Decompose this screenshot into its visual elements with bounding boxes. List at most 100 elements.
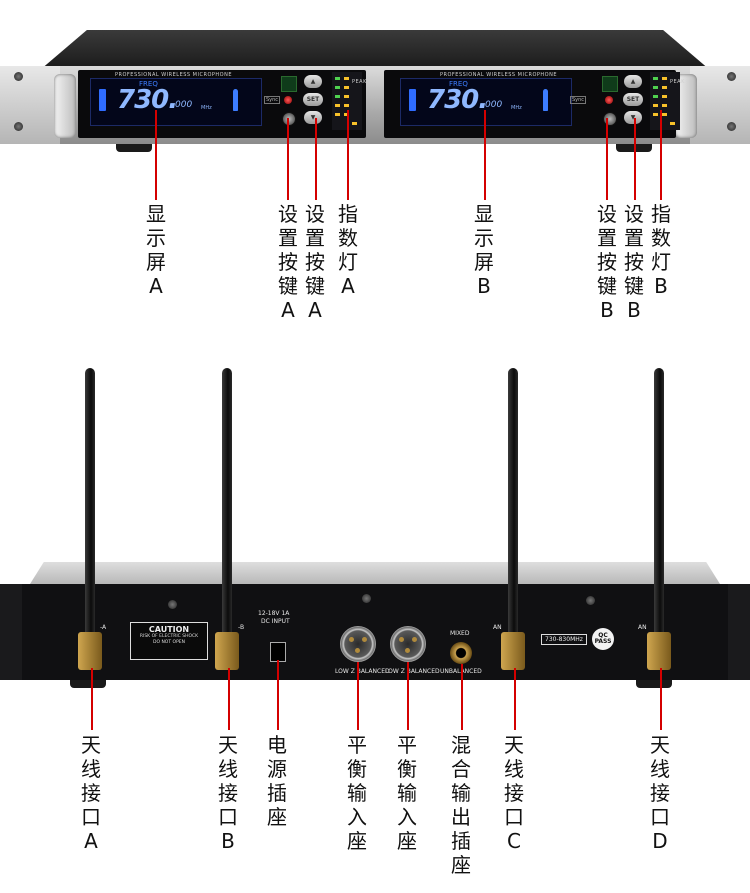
ant-a-stub-label: -A — [100, 624, 107, 631]
ir-sync-sensor-b — [605, 96, 613, 104]
freq-label: FREQ — [139, 80, 158, 88]
peak-label-b: PEAK — [670, 79, 685, 85]
label-display-b: 显示屏B — [474, 202, 494, 298]
battery-icon — [99, 89, 106, 111]
front-unit-top-cover — [40, 30, 710, 70]
rack-screw-icon — [14, 72, 23, 81]
rack-screw-icon — [727, 72, 736, 81]
ir-sync-sensor-a — [284, 96, 292, 104]
qc-text: QC — [598, 632, 608, 639]
back-right-ear — [728, 584, 750, 680]
set-button-a[interactable]: SET — [303, 93, 323, 106]
down-button-a[interactable]: ▼ — [304, 111, 322, 124]
callout-line-power — [277, 660, 279, 730]
rack-screw-icon — [14, 122, 23, 131]
left-handle — [54, 74, 76, 138]
dc-input-rating: 12-18V 1A — [258, 610, 290, 617]
ant-c-stub-label: AN — [493, 624, 502, 631]
back-foot — [70, 680, 106, 688]
dc-input-label: DC INPUT — [261, 618, 290, 625]
label-set-key-b-1: 设置按键B — [597, 202, 617, 322]
peak-label-a: PEAK — [352, 79, 367, 85]
xlr-label-2: LOW Z BALANCED — [385, 668, 440, 675]
set-button-b[interactable]: SET — [623, 93, 643, 106]
ant-d-stub-label: AN — [638, 624, 647, 631]
down-button-b[interactable]: ▼ — [624, 111, 642, 124]
callout-line-antenna-b — [228, 668, 230, 730]
callout-line-mixed — [461, 664, 463, 730]
label-power-socket: 电源插座 — [267, 733, 287, 829]
label-antenna-d: 天线接口D — [650, 733, 670, 853]
callout-line-display-b — [484, 110, 486, 200]
antenna-connector-c[interactable] — [501, 632, 525, 670]
left-rack-ear — [0, 66, 60, 144]
callout-line-antenna-a — [91, 668, 93, 730]
label-display-a: 显示屏A — [146, 202, 166, 298]
qc-pass-badge: QC PASS — [592, 628, 614, 650]
freq-sub: 000 — [175, 100, 193, 110]
brand-text-a: PROFESSIONAL WIRELESS MICROPHONE — [115, 72, 232, 78]
callout-line-indicator-a — [347, 110, 349, 200]
front-foot — [116, 144, 152, 152]
antenna-connector-a[interactable] — [78, 632, 102, 670]
freq-main: 730. — [427, 85, 488, 115]
microphone-icon — [543, 89, 548, 111]
indicator-leds-b — [650, 72, 680, 130]
freq-unit: MHz — [201, 105, 212, 111]
antenna-connector-b[interactable] — [215, 632, 239, 670]
callout-line-set-a-2 — [315, 118, 317, 200]
freq-unit: MHz — [511, 105, 522, 111]
label-indicator-a: 指数灯A — [338, 202, 358, 298]
caution-sticker: CAUTION RISK OF ELECTRIC SHOCK DO NOT OP… — [130, 622, 208, 660]
label-mixed-out: 混合输出插座 — [451, 733, 471, 877]
brand-text-b: PROFESSIONAL WIRELESS MICROPHONE — [440, 72, 557, 78]
callout-line-set-a-1 — [287, 118, 289, 200]
callout-line-antenna-d — [660, 668, 662, 730]
xlr-balanced-output-1[interactable] — [340, 626, 376, 662]
display-screen-a: FREQ 730. 000 MHz — [90, 78, 262, 126]
callout-line-indicator-b — [660, 110, 662, 200]
label-balanced-2: 平衡输入座 — [397, 733, 417, 853]
callout-line-balanced-2 — [407, 662, 409, 730]
frequency-range-label: 730-830MHz — [541, 634, 587, 645]
panel-screw-icon — [168, 600, 177, 609]
back-foot — [636, 680, 672, 688]
freq-label: FREQ — [449, 80, 468, 88]
signal-lcd-b — [602, 76, 618, 92]
volume-knob-a[interactable] — [282, 112, 296, 126]
callout-line-antenna-c — [514, 668, 516, 730]
freq-sub: 000 — [485, 100, 503, 110]
antenna-d — [654, 368, 664, 638]
back-unit-top-cover — [30, 562, 720, 584]
mixed-output-jack[interactable] — [450, 642, 472, 664]
antenna-a — [85, 368, 95, 638]
back-left-ear — [0, 584, 22, 680]
panel-screw-icon — [586, 596, 595, 605]
callout-line-set-b-1 — [606, 118, 608, 200]
up-button-a[interactable]: ▲ — [304, 75, 322, 88]
label-antenna-c: 天线接口C — [504, 733, 524, 853]
right-rack-ear — [690, 66, 750, 144]
right-handle — [675, 74, 697, 138]
xlr-balanced-output-2[interactable] — [390, 626, 426, 662]
callout-line-set-b-2 — [634, 118, 636, 200]
caution-line-1: RISK OF ELECTRIC SHOCK — [139, 634, 199, 639]
sync-label-a: Sync — [264, 96, 281, 104]
ant-b-stub-label: -B — [238, 624, 245, 631]
xlr-label-1: LOW Z BALANCED — [335, 668, 390, 675]
display-screen-b: FREQ 730. 000 MHz — [400, 78, 572, 126]
panel-screw-icon — [362, 594, 371, 603]
antenna-b — [222, 368, 232, 638]
label-antenna-b: 天线接口B — [218, 733, 238, 853]
signal-lcd-a — [281, 76, 297, 92]
dc-power-socket[interactable] — [270, 642, 286, 662]
antenna-connector-d[interactable] — [647, 632, 671, 670]
up-button-b[interactable]: ▲ — [624, 75, 642, 88]
label-balanced-1: 平衡输入座 — [347, 733, 367, 853]
battery-icon — [409, 89, 416, 111]
sync-label-b: Sync — [570, 96, 587, 104]
rack-screw-icon — [727, 122, 736, 131]
caution-line-2: DO NOT OPEN — [153, 640, 185, 645]
callout-line-display-a — [155, 110, 157, 200]
unbalanced-label: UNBALANCED — [440, 668, 482, 675]
